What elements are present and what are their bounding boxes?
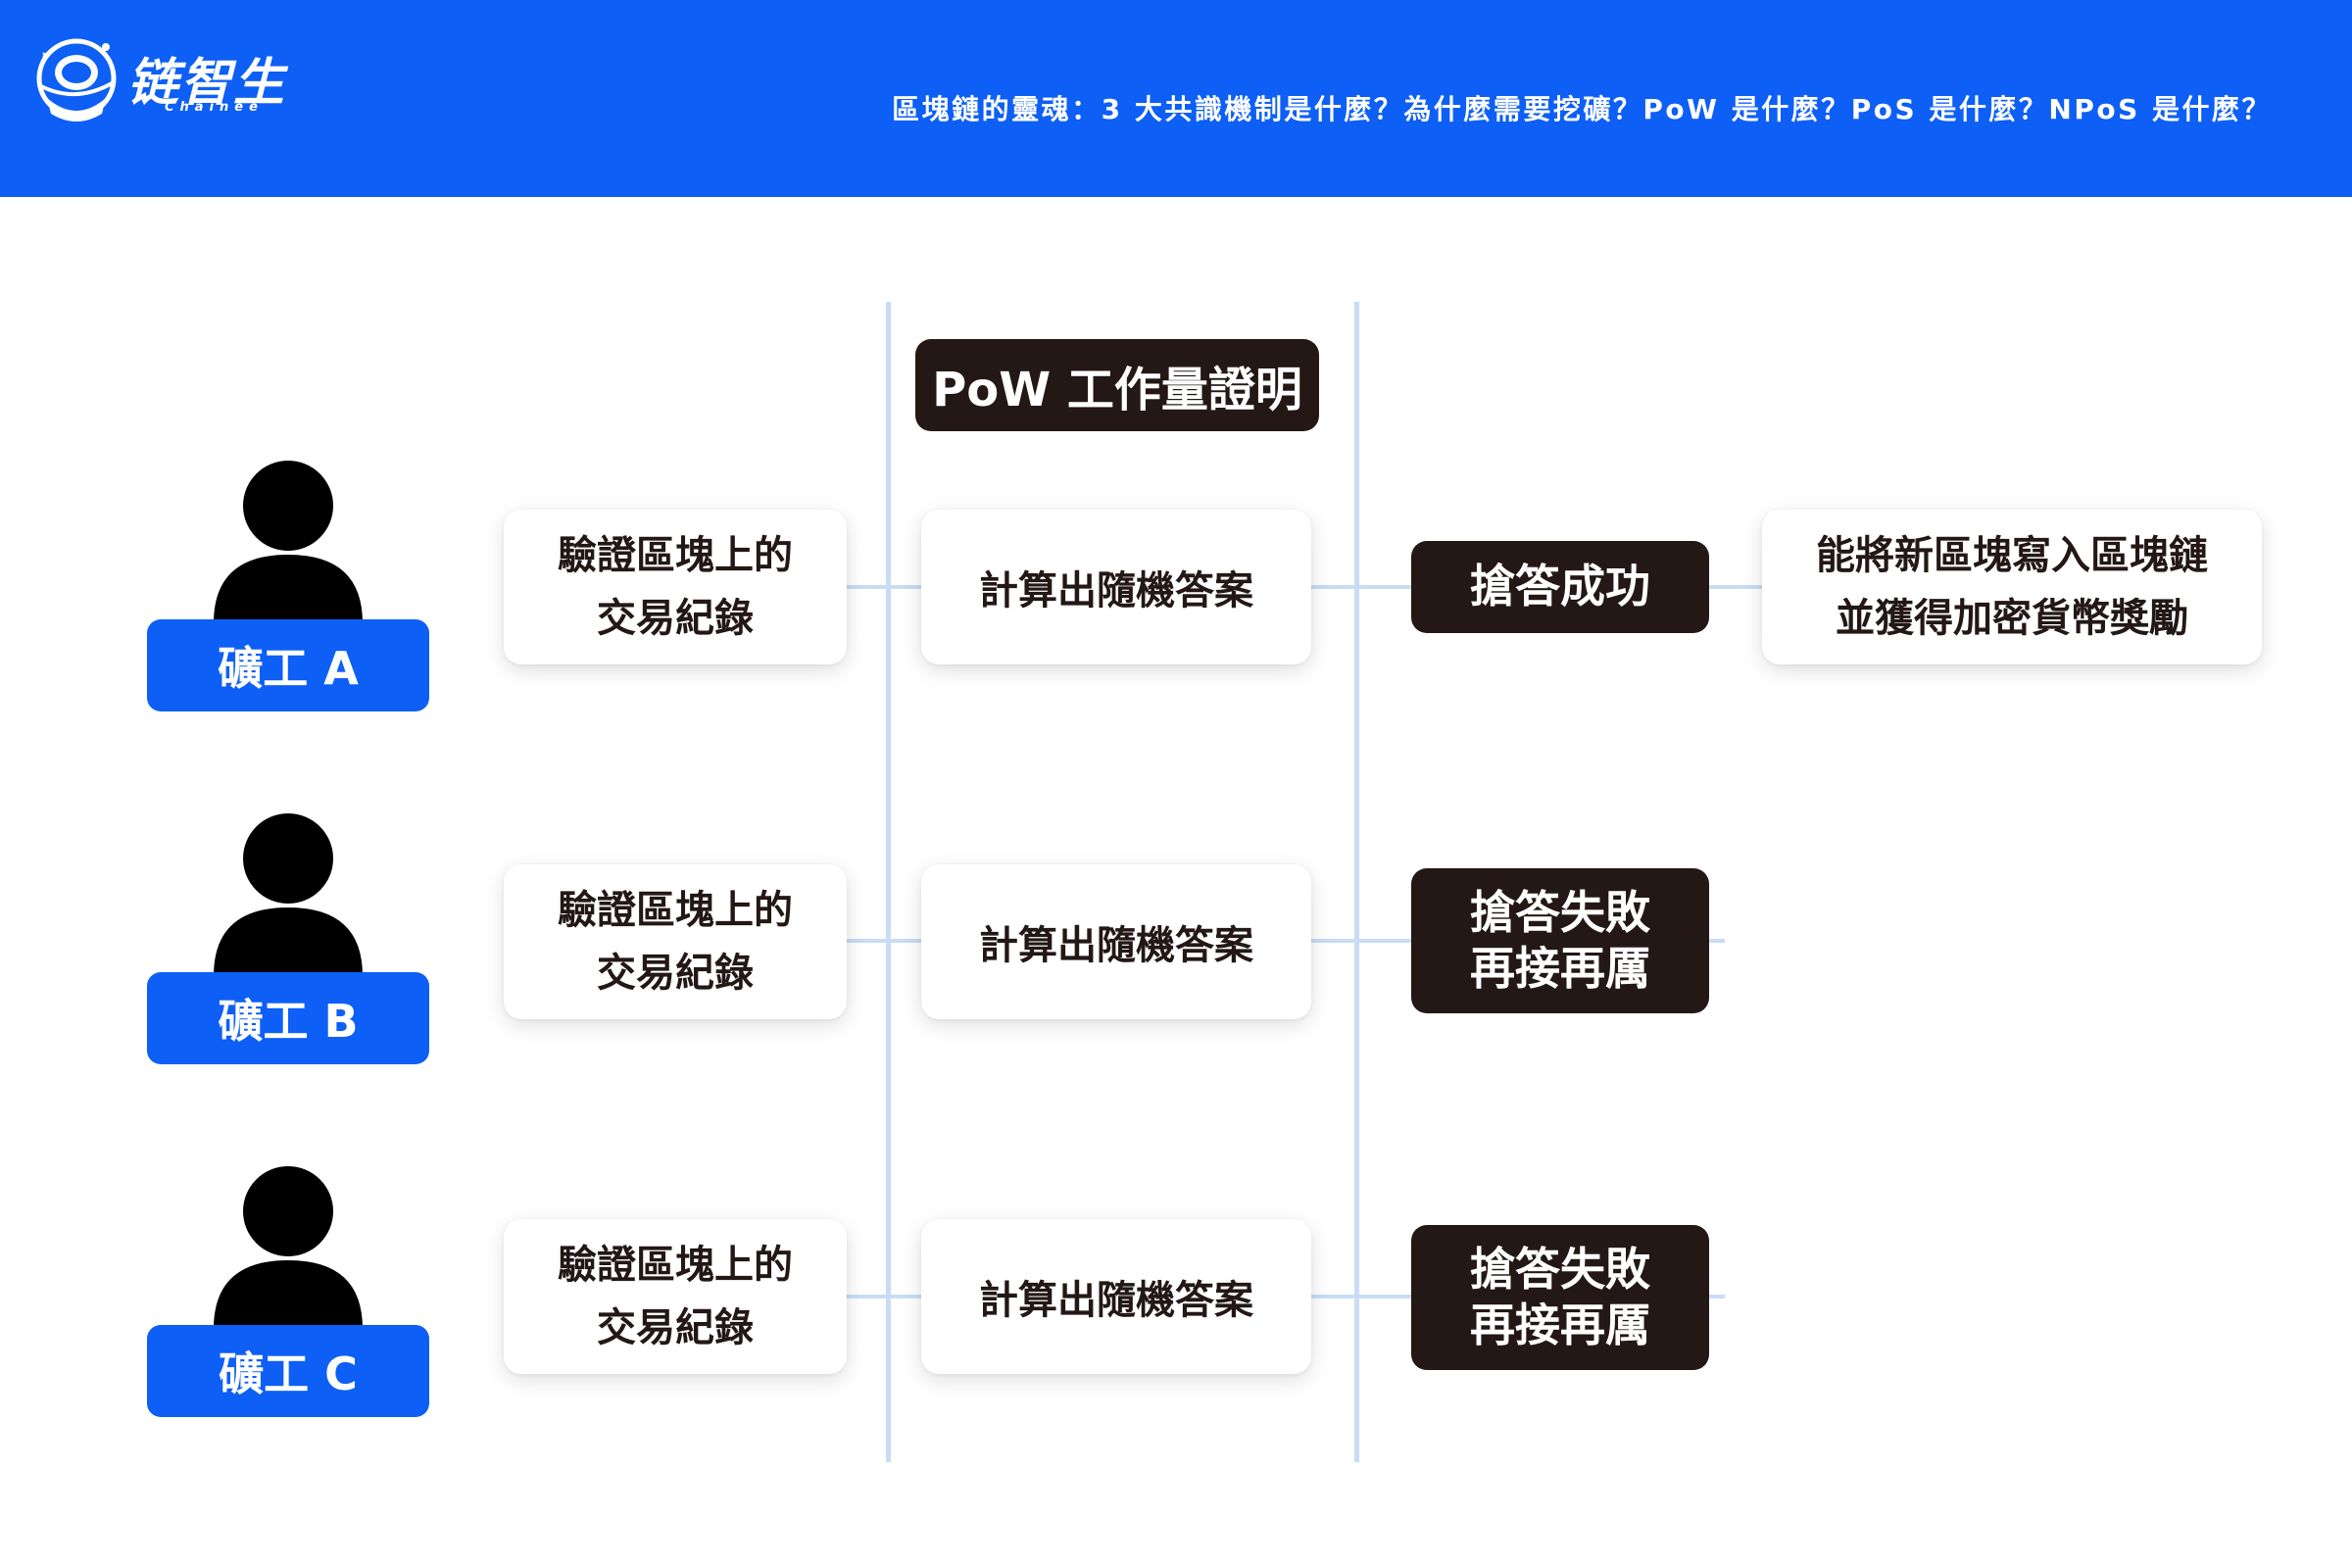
person-icon	[214, 813, 363, 976]
connector-row-a	[843, 585, 1823, 589]
miner-a: 礦工 A	[147, 457, 429, 711]
miner-label: 礦工 C	[147, 1325, 429, 1417]
result-success-badge: 搶答成功	[1411, 541, 1709, 633]
person-icon	[214, 1166, 363, 1329]
divider-line-right	[1354, 302, 1359, 1462]
compute-answer-card: 計算出隨機答案	[921, 510, 1311, 664]
miner-c: 礦工 C	[147, 1162, 429, 1417]
logo-text: 链智生	[127, 54, 287, 113]
miner-label: 礦工 B	[147, 972, 429, 1064]
header-bar: 链智生 Chainee 區塊鏈的靈魂：3 大共識機制是什麼？為什麼需要挖礦？Po…	[0, 0, 2352, 197]
chainee-logo-icon	[36, 38, 117, 122]
diagram-title: PoW 工作量證明	[915, 339, 1319, 431]
person-icon	[214, 461, 363, 623]
chainee-logo: 链智生 Chainee	[33, 27, 327, 135]
miner-label: 礦工 A	[147, 619, 429, 711]
logo-subtext: Chainee	[165, 100, 264, 115]
article-title: 區塊鏈的靈魂：3 大共識機制是什麼？為什麼需要挖礦？PoW 是什麼？PoS 是什…	[892, 93, 2272, 125]
reward-card: 能將新區塊寫入區塊鏈 並獲得加密貨幣獎勵	[1762, 510, 2262, 664]
compute-answer-card: 計算出隨機答案	[921, 864, 1311, 1019]
verify-transactions-card: 驗證區塊上的 交易紀錄	[504, 1219, 847, 1374]
result-fail-badge: 搶答失敗 再接再厲	[1411, 1225, 1709, 1370]
verify-transactions-card: 驗證區塊上的 交易紀錄	[504, 510, 847, 664]
result-fail-badge: 搶答失敗 再接再厲	[1411, 868, 1709, 1013]
divider-line-left	[886, 302, 891, 1462]
verify-transactions-card: 驗證區塊上的 交易紀錄	[504, 864, 847, 1019]
miner-b: 礦工 B	[147, 809, 429, 1064]
compute-answer-card: 計算出隨機答案	[921, 1219, 1311, 1374]
